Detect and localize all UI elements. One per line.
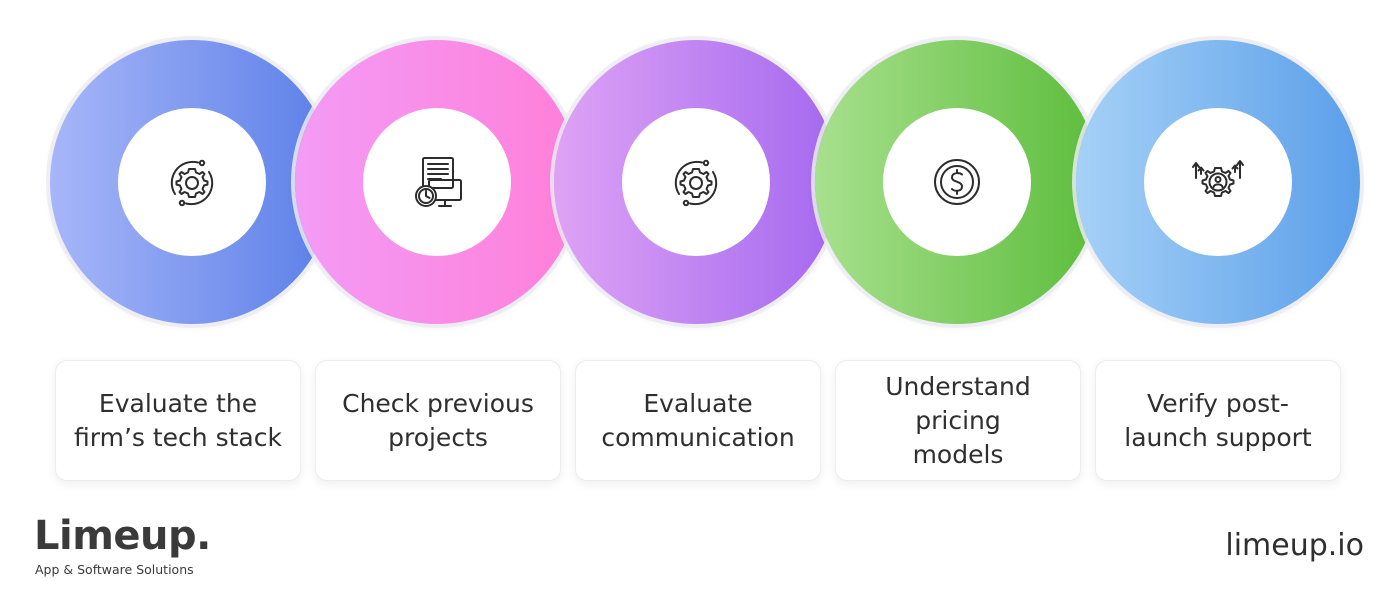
step-card-1: Evaluate the firm’s tech stack	[55, 360, 301, 481]
step-label: Understand pricing models	[885, 371, 1031, 469]
brand-name: Limeup.	[34, 513, 211, 559]
dollar-coin-icon	[934, 159, 980, 205]
brand-tagline: App & Software Solutions	[35, 562, 194, 577]
icon-disc	[622, 108, 770, 256]
step-circle-5	[1076, 40, 1360, 324]
icon-disc	[883, 108, 1031, 256]
step-card-2: Check previous projects	[315, 360, 561, 481]
document-clock-icon	[415, 157, 462, 207]
step-circle-3	[554, 40, 838, 324]
gear-cycle-icon	[170, 159, 214, 207]
step-label: Check previous projects	[342, 388, 534, 452]
website-link[interactable]: limeup.io	[1225, 528, 1364, 563]
gear-cycle-icon	[674, 159, 718, 207]
step-circle-1	[50, 40, 334, 324]
step-card-5: Verify post-launch support	[1095, 360, 1341, 481]
step-label: Evaluate communication	[601, 388, 795, 452]
step-card-4: Understand pricing models	[835, 360, 1081, 481]
brand-logo: Limeup. App & Software Solutions	[34, 512, 211, 577]
icon-disc	[118, 108, 266, 256]
step-label: Verify post-launch support	[1124, 388, 1312, 452]
step-label: Evaluate the firm’s tech stack	[74, 388, 282, 452]
icon-disc	[1144, 108, 1292, 256]
icon-disc	[363, 108, 511, 256]
step-circle-4	[815, 40, 1099, 324]
step-circle-2	[295, 40, 579, 324]
gear-user-arrows-icon	[1192, 160, 1244, 197]
step-card-3: Evaluate communication	[575, 360, 821, 481]
